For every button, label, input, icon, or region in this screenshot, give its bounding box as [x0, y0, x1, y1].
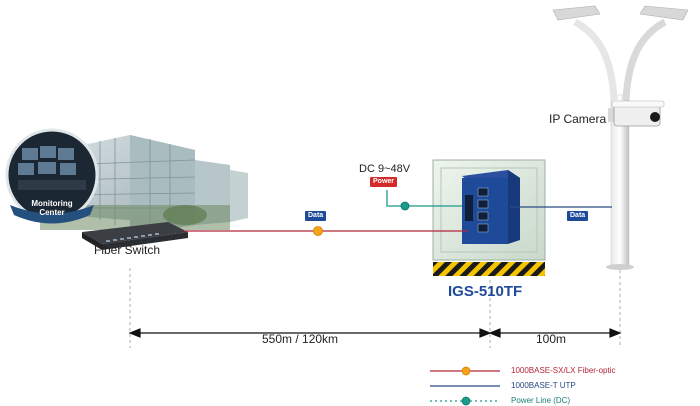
legend-power-label: Power Line (DC)	[511, 396, 571, 405]
fiber-connector-icon	[313, 226, 323, 236]
street-light-pole-image	[552, 5, 689, 270]
utp-data-tag: Data	[567, 211, 589, 221]
legend-fiber-icon	[461, 366, 471, 376]
monitoring-center-label: Monitoring Center	[31, 199, 73, 217]
distance-arrows	[128, 328, 622, 338]
dc-input-label: DC 9~48V	[359, 163, 411, 175]
industrial-switch-image	[462, 170, 520, 244]
power-link-line	[386, 190, 462, 207]
fiber-switch-label: Fiber Switch	[94, 243, 161, 257]
legend-power-icon	[461, 396, 471, 406]
ip-camera-image	[608, 100, 665, 127]
product-name-label: IGS-510TF	[448, 283, 523, 300]
utp-distance-label: 100m	[536, 332, 567, 346]
fiber-data-tag: Data	[305, 211, 327, 221]
legend-lines	[430, 366, 500, 406]
connection-lines	[184, 190, 612, 236]
power-connector-icon	[400, 201, 410, 211]
legend-fiber-label: 1000BASE-SX/LX Fiber-optic	[511, 366, 616, 375]
distance-markers	[129, 268, 621, 348]
fiber-switch-image	[82, 222, 188, 250]
fiber-distance-label: 550m / 120km	[262, 332, 339, 346]
monitoring-center-image	[5, 128, 99, 224]
ip-camera-label: IP Camera	[549, 112, 607, 126]
legend-utp-label: 1000BASE-T UTP	[511, 381, 576, 390]
power-tag: Power	[370, 177, 398, 187]
office-buildings-image	[40, 135, 248, 235]
